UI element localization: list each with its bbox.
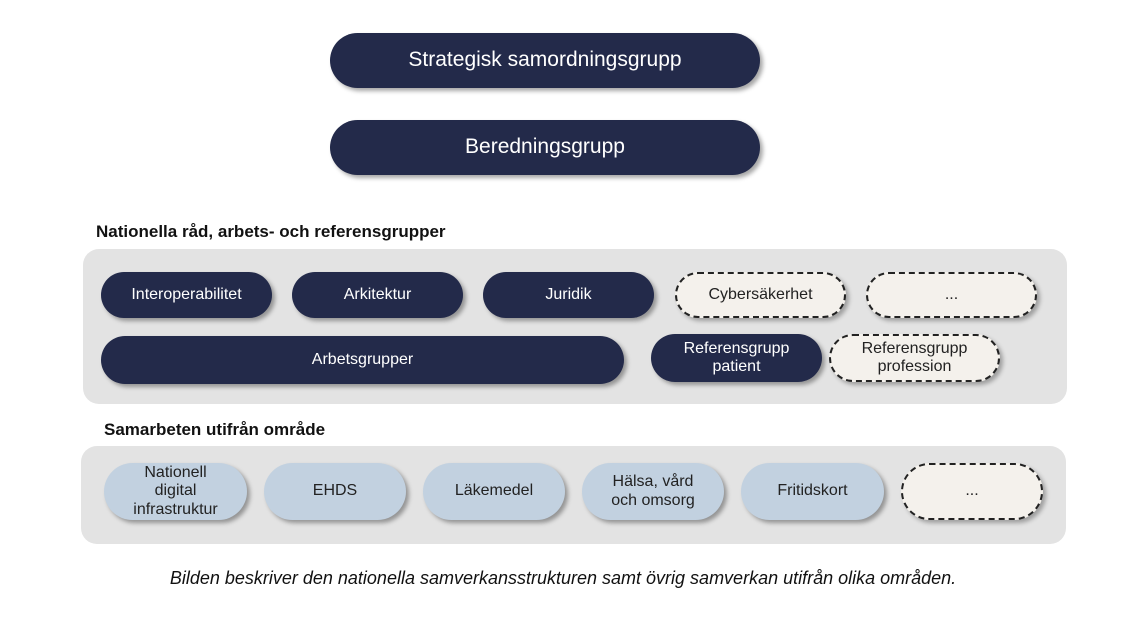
architecture-box: Arkitektur [292, 272, 463, 318]
national-heading: Nationella råd, arbets- och referensgrup… [96, 222, 446, 241]
leisure-card-box: Fritidskort [741, 463, 884, 520]
medicines-box: Läkemedel [423, 463, 565, 520]
more-areas-box: ... [901, 463, 1043, 520]
ehds-box: EHDS [264, 463, 406, 520]
preparation-group-box: Beredningsgrupp [330, 120, 760, 175]
areas-heading: Samarbeten utifrån område [104, 420, 326, 439]
cybersecurity-box: Cybersäkerhet [675, 272, 846, 318]
working-groups-box: Arbetsgrupper [101, 336, 624, 384]
caption: Bilden beskriver den nationella samverka… [169, 568, 957, 588]
legal-box: Juridik [483, 272, 654, 318]
interoperability-box: Interoperabilitet [101, 272, 272, 318]
strategic-group-box: Strategisk samordningsgrupp [330, 33, 760, 88]
digital-infrastructure-box: Nationell digital infrastruktur [104, 463, 247, 520]
more-national-box: ... [866, 272, 1037, 318]
patient-reference-box: Referensgrupp patient [651, 334, 822, 382]
profession-reference-box: Referensgrupp profession [829, 334, 1000, 382]
health-care-box: Hälsa, vård och omsorg [582, 463, 724, 520]
